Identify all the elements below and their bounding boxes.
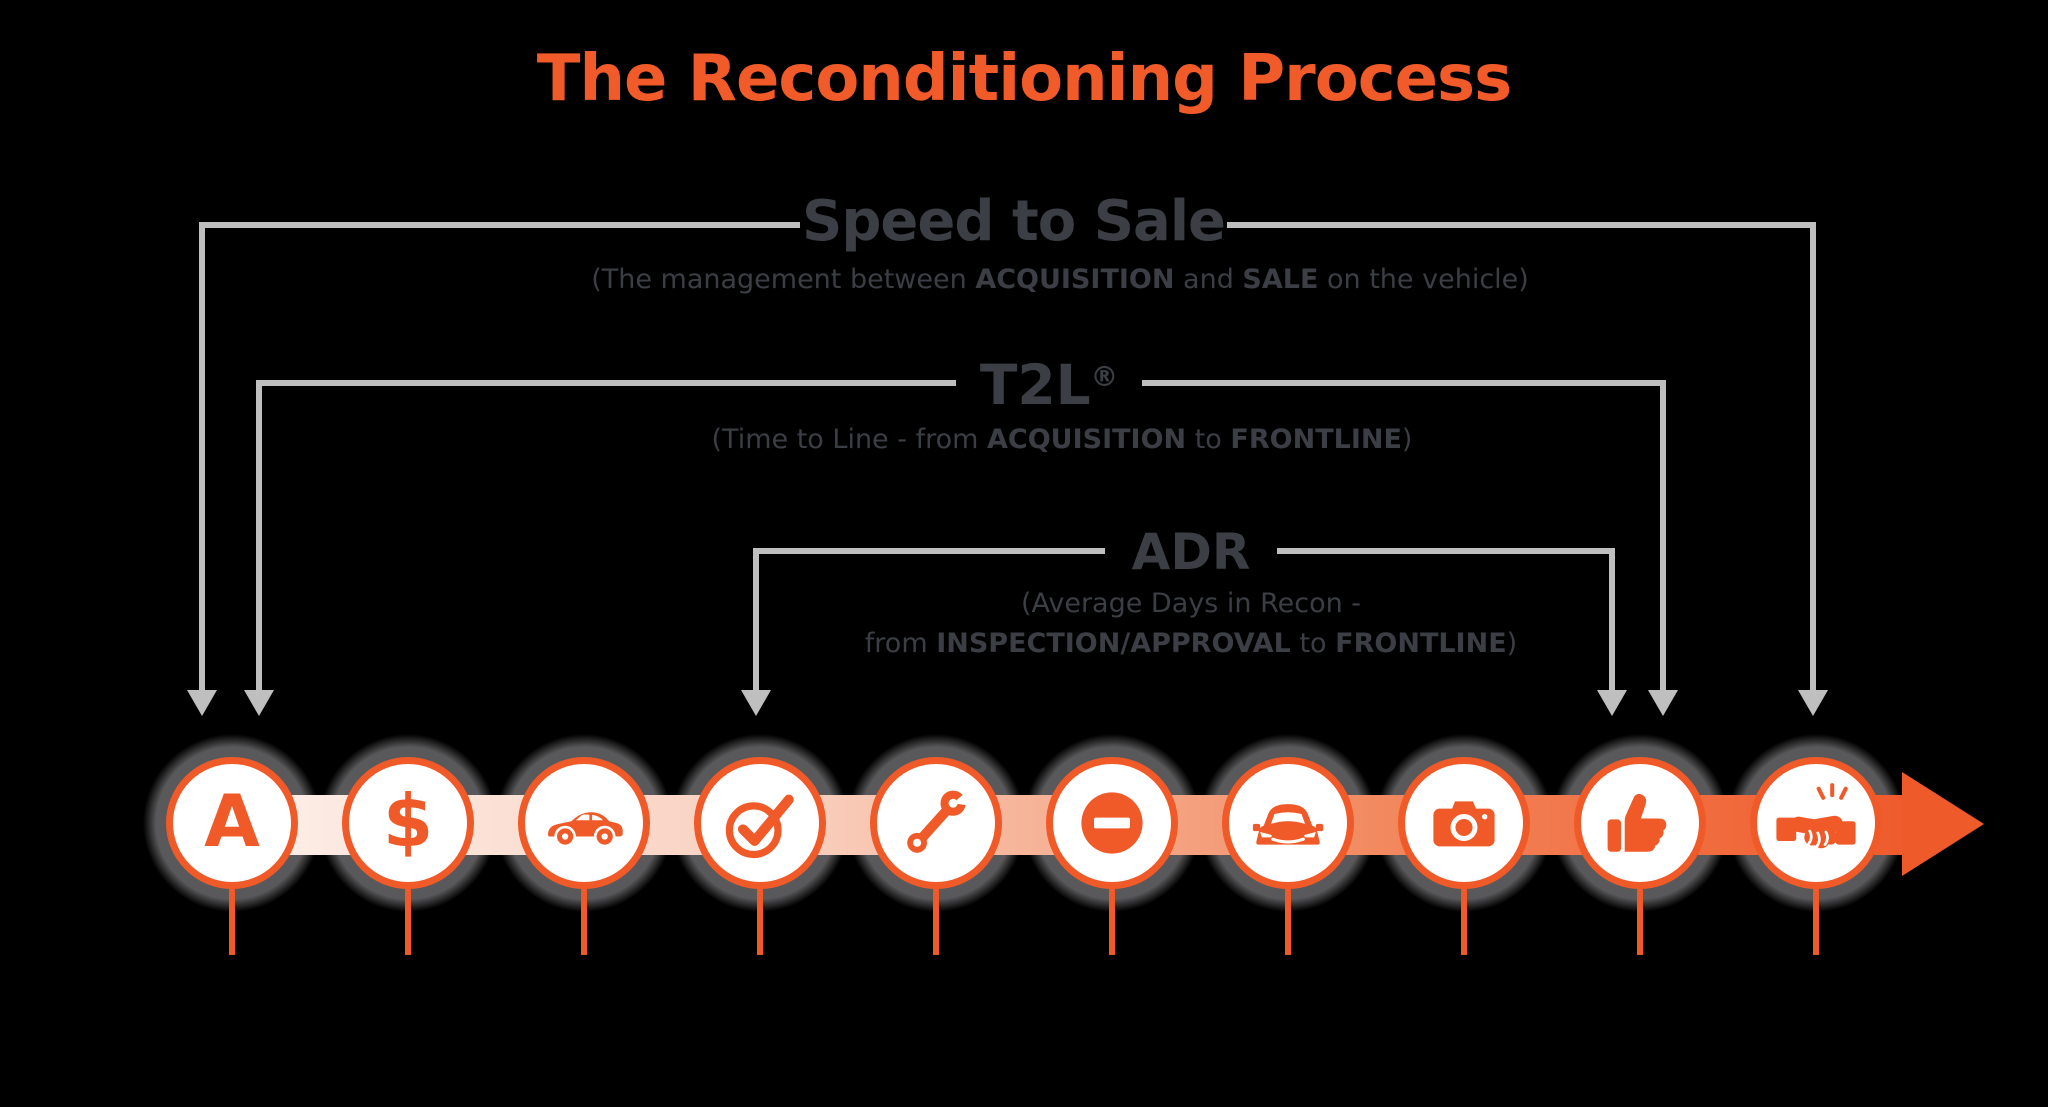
- process-step-car-side: [489, 728, 679, 955]
- step-circle: $: [342, 757, 474, 889]
- adr-arrow-shaft-right: [1609, 548, 1615, 692]
- process-band-arrowhead-icon: [1902, 772, 1984, 876]
- speed-to-sale-arrow-shaft-left: [199, 222, 205, 692]
- adr-subtitle-line1: (Average Days in Recon -: [1020, 588, 1362, 619]
- step-circle: [1574, 757, 1706, 889]
- adr-arrowhead-right-icon: [1597, 690, 1627, 716]
- step-tick: [757, 823, 763, 955]
- step-circle: [1398, 757, 1530, 889]
- page-title: The Reconditioning Process: [536, 42, 1512, 116]
- approval-check-icon: [713, 776, 807, 870]
- process-step-approval-check: [665, 728, 855, 955]
- step-tick: [1109, 823, 1115, 955]
- process-step-wrench: [841, 728, 1031, 955]
- dollar-sign-icon: $: [382, 779, 434, 863]
- t2l-arrowhead-right-icon: [1648, 690, 1678, 716]
- step-circle: [1222, 757, 1354, 889]
- camera-icon: [1417, 776, 1511, 870]
- step-circle: [1750, 757, 1882, 889]
- process-step-thumbs-up: [1545, 728, 1735, 955]
- process-step-car-front: [1193, 728, 1383, 955]
- process-step-dollar-sign: $: [313, 728, 503, 955]
- thumbs-up-icon: [1593, 776, 1687, 870]
- step-circle: [694, 757, 826, 889]
- t2l-subtitle: (Time to Line - from ACQUISITION to FRON…: [711, 424, 1413, 455]
- speed-to-sale-heading: Speed to Sale: [802, 189, 1226, 254]
- adr-bracket-line-left: [753, 548, 1105, 554]
- no-entry-icon: [1065, 776, 1159, 870]
- step-circle: [1046, 757, 1178, 889]
- step-tick: [229, 823, 235, 955]
- wrench-icon: [889, 776, 983, 870]
- step-circle: A: [166, 757, 298, 889]
- process-step-handshake: [1721, 728, 1911, 955]
- speed-to-sale-arrowhead-right-icon: [1798, 690, 1828, 716]
- letter-a-icon: A: [204, 779, 260, 863]
- car-front-icon: [1241, 776, 1335, 870]
- step-circle: [870, 757, 1002, 889]
- speed-to-sale-arrowhead-left-icon: [187, 690, 217, 716]
- step-tick: [933, 823, 939, 955]
- adr-arrowhead-left-icon: [741, 690, 771, 716]
- car-side-icon: [537, 776, 631, 870]
- step-tick: [1285, 823, 1291, 955]
- step-tick: [1637, 823, 1643, 955]
- speed-to-sale-subtitle: (The management between ACQUISITION and …: [591, 264, 1529, 295]
- registered-mark: ®: [1090, 361, 1119, 393]
- speed-to-sale-bracket-line-left: [199, 222, 800, 228]
- adr-bracket-line-right: [1277, 548, 1615, 554]
- adr-subtitle-line2: from INSPECTION/APPROVAL to FRONTLINE): [864, 628, 1518, 659]
- step-tick: [581, 823, 587, 955]
- step-circle: [518, 757, 650, 889]
- speed-to-sale-arrow-shaft-right: [1810, 222, 1816, 692]
- t2l-arrow-shaft-left: [256, 380, 262, 692]
- step-tick: [1461, 823, 1467, 955]
- process-step-camera: [1369, 728, 1559, 955]
- adr-heading: ADR: [1131, 523, 1251, 581]
- t2l-bracket-line-right: [1142, 380, 1666, 386]
- step-tick: [405, 823, 411, 955]
- process-step-letter-a: A: [137, 728, 327, 955]
- t2l-bracket-line-left: [256, 380, 956, 386]
- process-step-no-entry: [1017, 728, 1207, 955]
- t2l-heading: T2L®: [956, 358, 1142, 413]
- handshake-icon: [1769, 776, 1863, 870]
- adr-arrow-shaft-left: [753, 548, 759, 692]
- speed-to-sale-bracket-line-right: [1227, 222, 1816, 228]
- step-tick: [1813, 823, 1819, 955]
- t2l-heading-text: T2L: [979, 353, 1091, 417]
- t2l-arrow-shaft-right: [1660, 380, 1666, 692]
- t2l-arrowhead-left-icon: [244, 690, 274, 716]
